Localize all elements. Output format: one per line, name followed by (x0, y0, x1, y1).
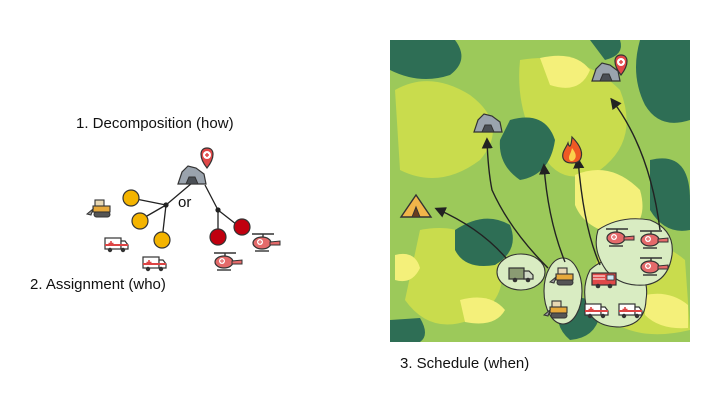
medical-pin-icon (200, 147, 214, 169)
tree-node-dot (215, 207, 221, 213)
subtask-yellow-circle (122, 189, 140, 207)
ambulance-icon (142, 256, 167, 273)
schedule-label: 3. Schedule (when) (400, 355, 530, 372)
decomposition-label: 1. Decomposition (how) (76, 115, 234, 132)
helicopter-icon (213, 252, 243, 271)
subtask-red-circle (233, 218, 251, 236)
collapsed-building-icon (177, 165, 207, 185)
or-label: or (178, 194, 191, 211)
subtask-yellow-circle (153, 231, 171, 249)
schedule-arrows (434, 97, 661, 269)
subtask-red-circle (209, 228, 227, 246)
tree-edges-left (130, 182, 193, 241)
assignment-label: 2. Assignment (who) (30, 276, 166, 293)
tree-node-dot (163, 202, 169, 208)
decomposition-tree: or (86, 147, 281, 273)
ambulance-icon (104, 237, 129, 253)
bulldozer-icon (86, 199, 111, 218)
helicopter-icon (251, 233, 281, 252)
subtask-yellow-circle (131, 212, 149, 230)
schedule-map (390, 40, 690, 342)
